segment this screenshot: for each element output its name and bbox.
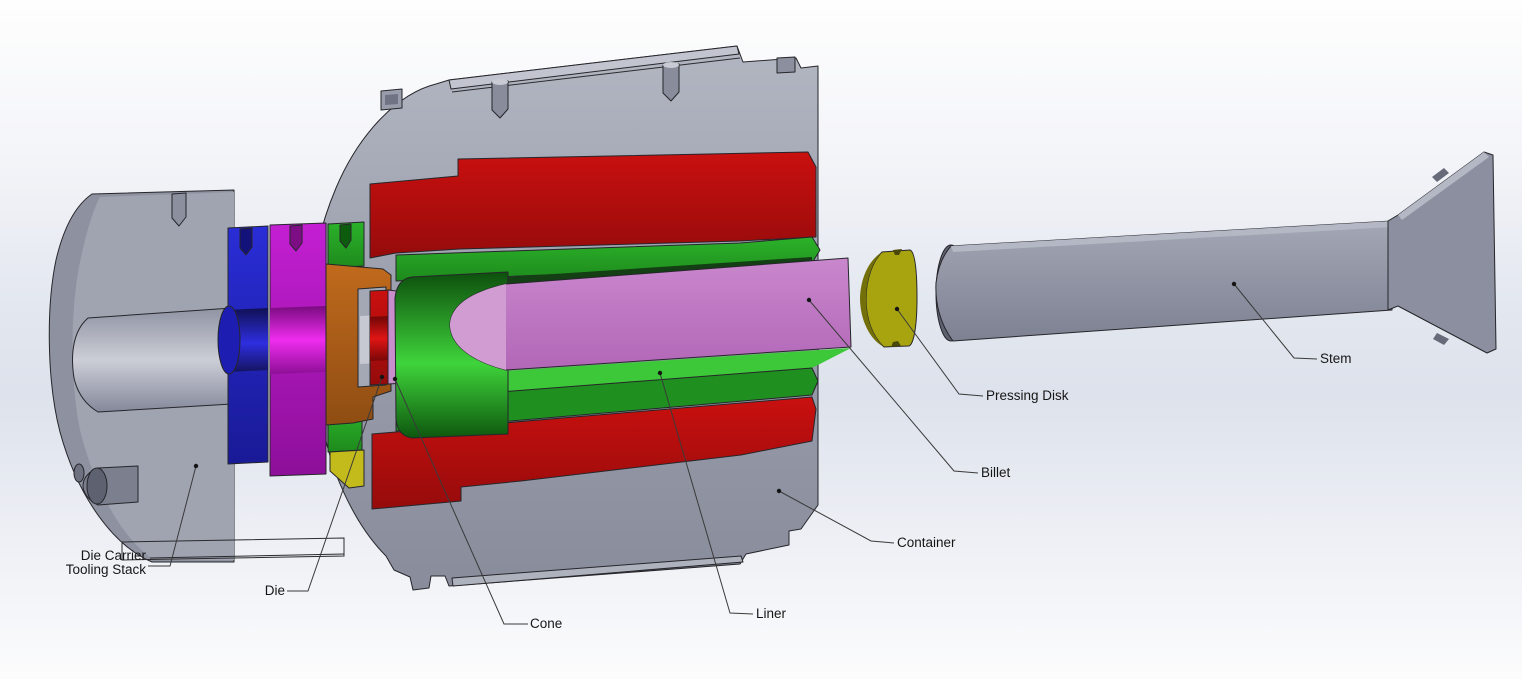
leader-cone (394, 378, 528, 625)
container-mantle-top[interactable] (369, 151, 817, 259)
die-bore (370, 316, 390, 361)
stem-flange-top-face (1398, 152, 1489, 220)
callout-die-carrier-line2[interactable]: Tooling Stack (66, 562, 147, 577)
stem-rod-top-face (951, 221, 1392, 252)
leader-billet-dot (806, 297, 812, 303)
callout-pressing-disk[interactable]: Pressing Disk (986, 388, 1069, 403)
callout-billet[interactable]: Billet (981, 465, 1011, 480)
container-bolt-hole-rim (663, 62, 679, 68)
leader-die-carrier-dot (193, 463, 199, 469)
stem-flange[interactable] (1387, 151, 1497, 354)
yellow-spacer[interactable] (329, 449, 365, 489)
leader-billet (808, 299, 979, 474)
leader-stem-dot (1231, 281, 1237, 287)
pressing-disk-part[interactable] (860, 249, 918, 348)
callout-die-carrier-line1[interactable]: Die Carrier (81, 548, 147, 563)
container-bolt-hole[interactable] (491, 80, 509, 119)
callout-liner[interactable]: Liner (756, 606, 787, 621)
leader-die (287, 376, 383, 592)
leader-container-dot (776, 488, 782, 494)
pressing-disk-rim (860, 252, 884, 347)
die-carrier-base-outline (121, 537, 345, 561)
stem-rod[interactable] (935, 220, 1393, 342)
die-carrier-small-hole (73, 463, 85, 483)
leader-cone-dot (392, 376, 398, 382)
annotations: Die Carrier Tooling Stack Die Cone Liner… (66, 281, 1352, 631)
container-bolt-hole[interactable] (662, 63, 680, 102)
pressing-disk-notch-bottom (891, 341, 901, 347)
die-carrier-top-hole[interactable] (171, 192, 187, 227)
container-bottom-rail[interactable] (451, 555, 744, 587)
leader-stem (1233, 283, 1318, 360)
callout-stem[interactable]: Stem (1320, 351, 1352, 366)
blue-ring-hole (239, 227, 253, 256)
billet-front-cap (449, 284, 506, 370)
leader-die-carrier (148, 465, 197, 567)
leader-pressing-disk-dot (894, 306, 900, 312)
pressing-disk-notch-top (893, 249, 902, 255)
leader-container (778, 490, 895, 544)
blue-ring-edge (217, 305, 241, 375)
magenta-ring-bore (270, 306, 326, 374)
stem-flange-notch-bottom (1433, 333, 1449, 345)
die-carrier-part[interactable] (48, 189, 345, 563)
container-top-rail[interactable] (448, 45, 740, 90)
leader-liner-dot (657, 370, 663, 376)
leader-pressing-disk (896, 308, 984, 397)
stem-part[interactable] (935, 151, 1497, 354)
magenta-ring-hole (289, 224, 303, 252)
leader-liner (659, 372, 754, 615)
container-bolt-hole-rim (492, 79, 508, 85)
callout-container[interactable]: Container (897, 535, 956, 550)
stem-flange-notch-top (1432, 168, 1449, 182)
container-left-lug-hole (385, 94, 398, 105)
container-right-hole[interactable] (776, 56, 796, 74)
callout-die[interactable]: Die (265, 583, 285, 598)
callout-cone[interactable]: Cone (530, 616, 562, 631)
pressing-disk-body[interactable] (865, 249, 918, 348)
die-carrier-base-line (149, 553, 345, 559)
tooling-stack-rings[interactable] (217, 221, 407, 489)
die-carrier-counterbore-face (86, 467, 108, 505)
green-backer-ring-hole (339, 223, 352, 249)
leader-die-dot (379, 374, 385, 380)
billet-part[interactable] (449, 257, 852, 371)
die-carrier-bore[interactable] (72, 307, 233, 413)
